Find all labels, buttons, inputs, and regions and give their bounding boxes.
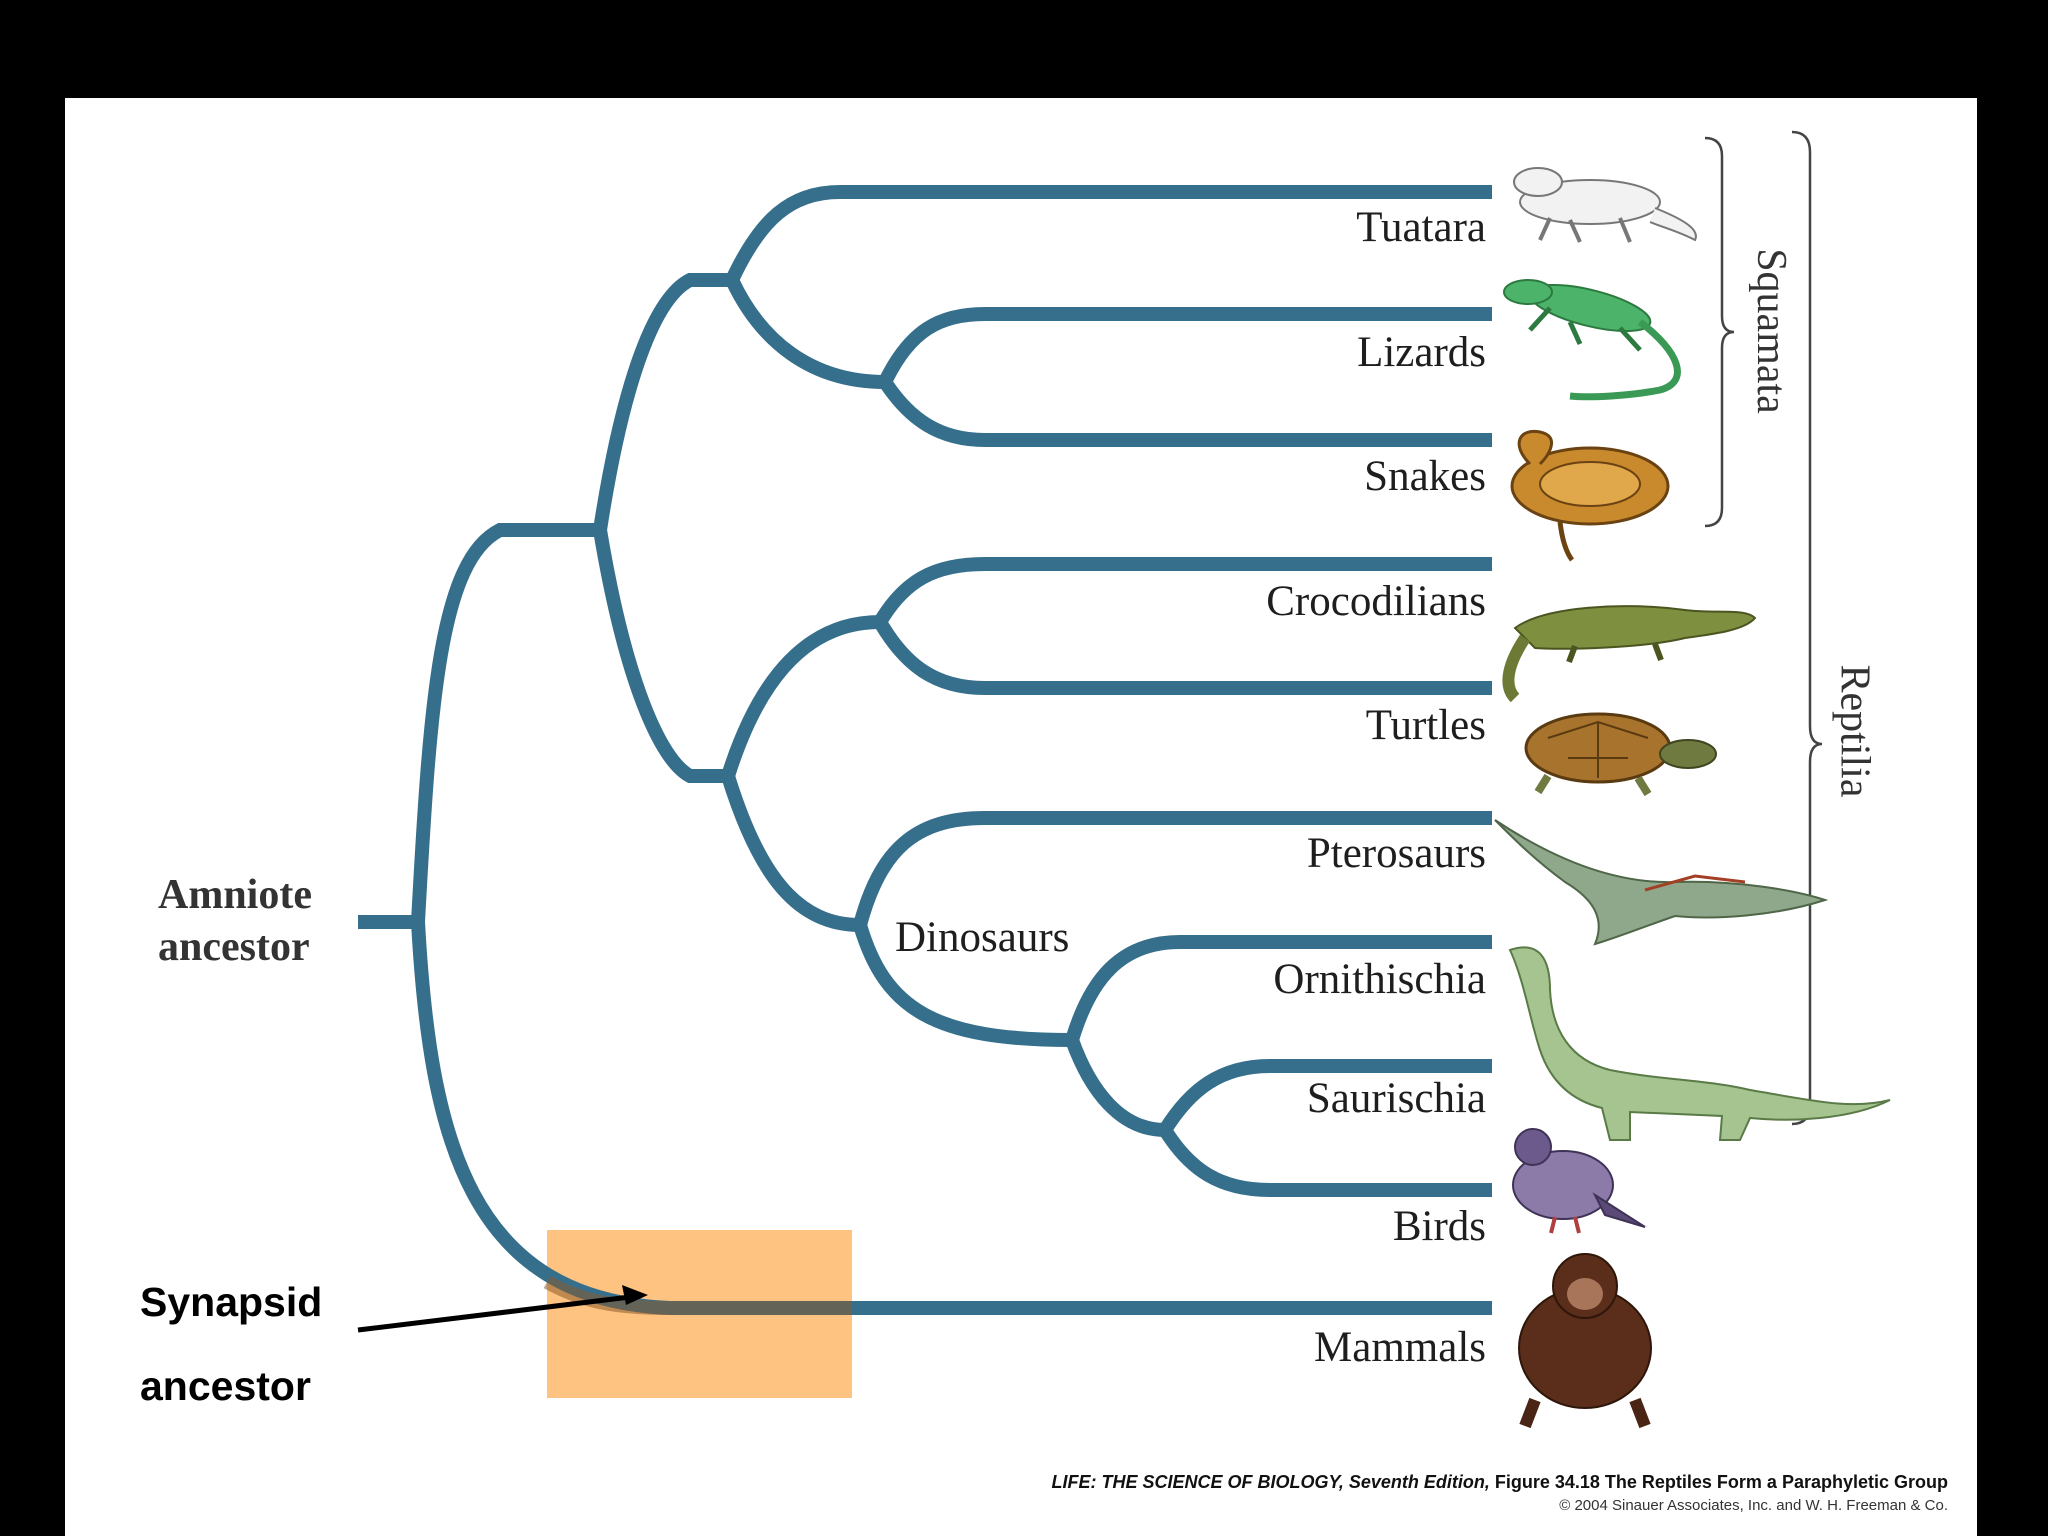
archelosaur-branch (593, 528, 728, 783)
branch-lizards (878, 307, 1492, 386)
taxon-label-saurischia: Saurischia (1306, 1075, 1486, 1122)
taxon-label-pterosaurs: Pterosaurs (1306, 830, 1486, 877)
figure-caption: LIFE: THE SCIENCE OF BIOLOGY, Seventh Ed… (1051, 1472, 1948, 1493)
reptilia-bracket (1791, 130, 1823, 1126)
taxon-label-birds: Birds (1392, 1203, 1486, 1250)
caption-figure-title: Figure 34.18 The Reptiles Form a Paraphy… (1494, 1472, 1948, 1492)
branch-snakes (879, 378, 1492, 447)
sauropsid-branch (411, 523, 600, 923)
branch-croc-turtle (721, 615, 881, 779)
branch-turtles (873, 618, 1492, 695)
chimpanzee-icon (1518, 1253, 1652, 1429)
clade-label-dinosaurs: Dinosaurs (895, 914, 1070, 961)
lizard-icon (1503, 279, 1681, 401)
lepidosaur-branch (593, 273, 732, 532)
tuatara-icon (1513, 167, 1697, 243)
root-label-line2: ancestor (158, 924, 310, 970)
taxon-label-snakes: Snakes (1364, 453, 1486, 500)
branch-tuatara (725, 185, 1492, 283)
root-label-line1: Amniote (158, 872, 312, 918)
branch-squamates (725, 277, 886, 389)
taxon-label-crocodilians: Crocodilians (1266, 578, 1486, 625)
squamata-bracket (1704, 136, 1735, 528)
taxon-label-mammals: Mammals (1314, 1324, 1486, 1371)
pterosaur-icon (1494, 819, 1829, 946)
figure-copyright: © 2004 Sinauer Associates, Inc. and W. H… (1559, 1497, 1948, 1514)
taxon-label-ornithischia: Ornithischia (1273, 956, 1486, 1003)
branch-archosaur-dino (721, 773, 861, 932)
pigeon-icon (1512, 1128, 1646, 1234)
sauropod-icon (1508, 946, 1891, 1141)
caption-book-title: LIFE: THE SCIENCE OF BIOLOGY, Seventh Ed… (1051, 1472, 1490, 1492)
synapsid-label-line2: ancestor (140, 1363, 311, 1409)
branch-saurischia-tip (1159, 1059, 1492, 1134)
taxon-label-tuatara: Tuatara (1356, 204, 1486, 251)
branch-crocodilians (873, 557, 1492, 626)
turtle-icon (1524, 712, 1717, 797)
branch-saurischia (1065, 1037, 1166, 1137)
branch-dinosaurs (853, 923, 1073, 1047)
branch-pterosaurs (853, 811, 1492, 927)
bracket-label-reptilia: Reptilia (1831, 664, 1878, 798)
synapsid-arrow (357, 1285, 648, 1333)
tree-branches (358, 185, 1492, 1315)
branch-ornithischia (1065, 935, 1492, 1043)
bracket-label-squamata: Squamata (1747, 248, 1794, 414)
taxon-label-turtles: Turtles (1365, 702, 1486, 749)
snake-icon (1510, 429, 1670, 562)
branch-birds (1159, 1126, 1492, 1197)
synapsid-label-line1: Synapsid (140, 1279, 323, 1325)
taxon-label-lizards: Lizards (1357, 329, 1486, 376)
crocodile-icon (1502, 605, 1757, 703)
